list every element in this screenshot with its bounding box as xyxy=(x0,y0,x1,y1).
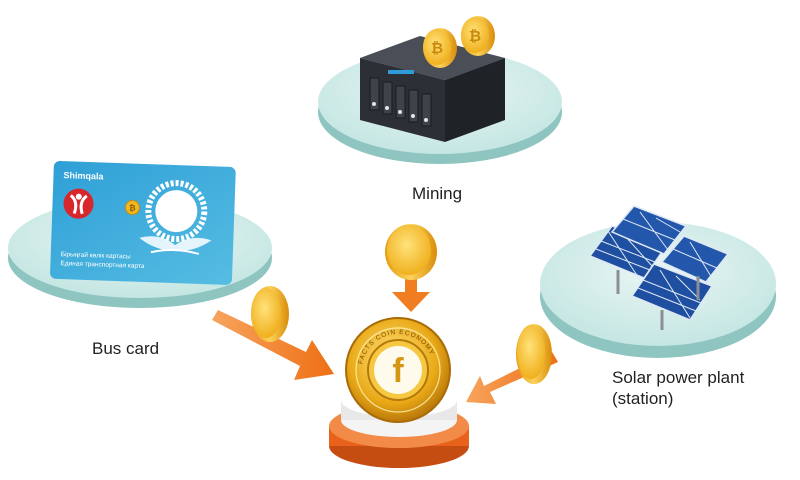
card-logo-icon xyxy=(63,188,94,219)
svg-text:₿: ₿ xyxy=(431,40,443,57)
solar-panel-icon xyxy=(588,205,730,330)
card-line2-text: Единая транспортная карта xyxy=(60,260,145,270)
sun-emblem-icon xyxy=(139,180,212,255)
central-facts-coin: f FACTS COIN ECONOMY xyxy=(345,317,451,423)
mining-bitcoin-coin-left: ₿ xyxy=(423,28,457,68)
card-brand-text: Shimqala xyxy=(63,170,104,181)
solar-label-line1: Solar power plant xyxy=(612,368,745,387)
mining-label: Mining xyxy=(412,184,463,203)
bus-card-label: Bus card xyxy=(92,339,160,358)
solar-label-line2: (station) xyxy=(612,389,674,408)
svg-text:₿: ₿ xyxy=(129,203,136,212)
gold-coin-icon-bus xyxy=(251,286,289,342)
bus-card: Shimqala ₿ Бірыңғай көлік картасы Единая… xyxy=(50,160,236,285)
bitcoin-coin-icon: ₿ xyxy=(124,200,140,216)
arrow-from-bus-card-icon xyxy=(212,310,334,380)
svg-text:₿: ₿ xyxy=(469,28,481,45)
card-line1-text: Бірыңғай көлік картасы xyxy=(61,250,131,260)
central-coin-symbol: f xyxy=(392,352,404,390)
mining-bitcoin-coin-right: ₿ xyxy=(461,16,495,56)
gold-coin-icon-solar xyxy=(516,324,552,384)
gold-coin-icon-mining xyxy=(385,224,437,280)
arrow-from-mining-icon xyxy=(392,268,430,312)
solar-power-plant-label: Solar power plant (station) xyxy=(612,367,744,409)
